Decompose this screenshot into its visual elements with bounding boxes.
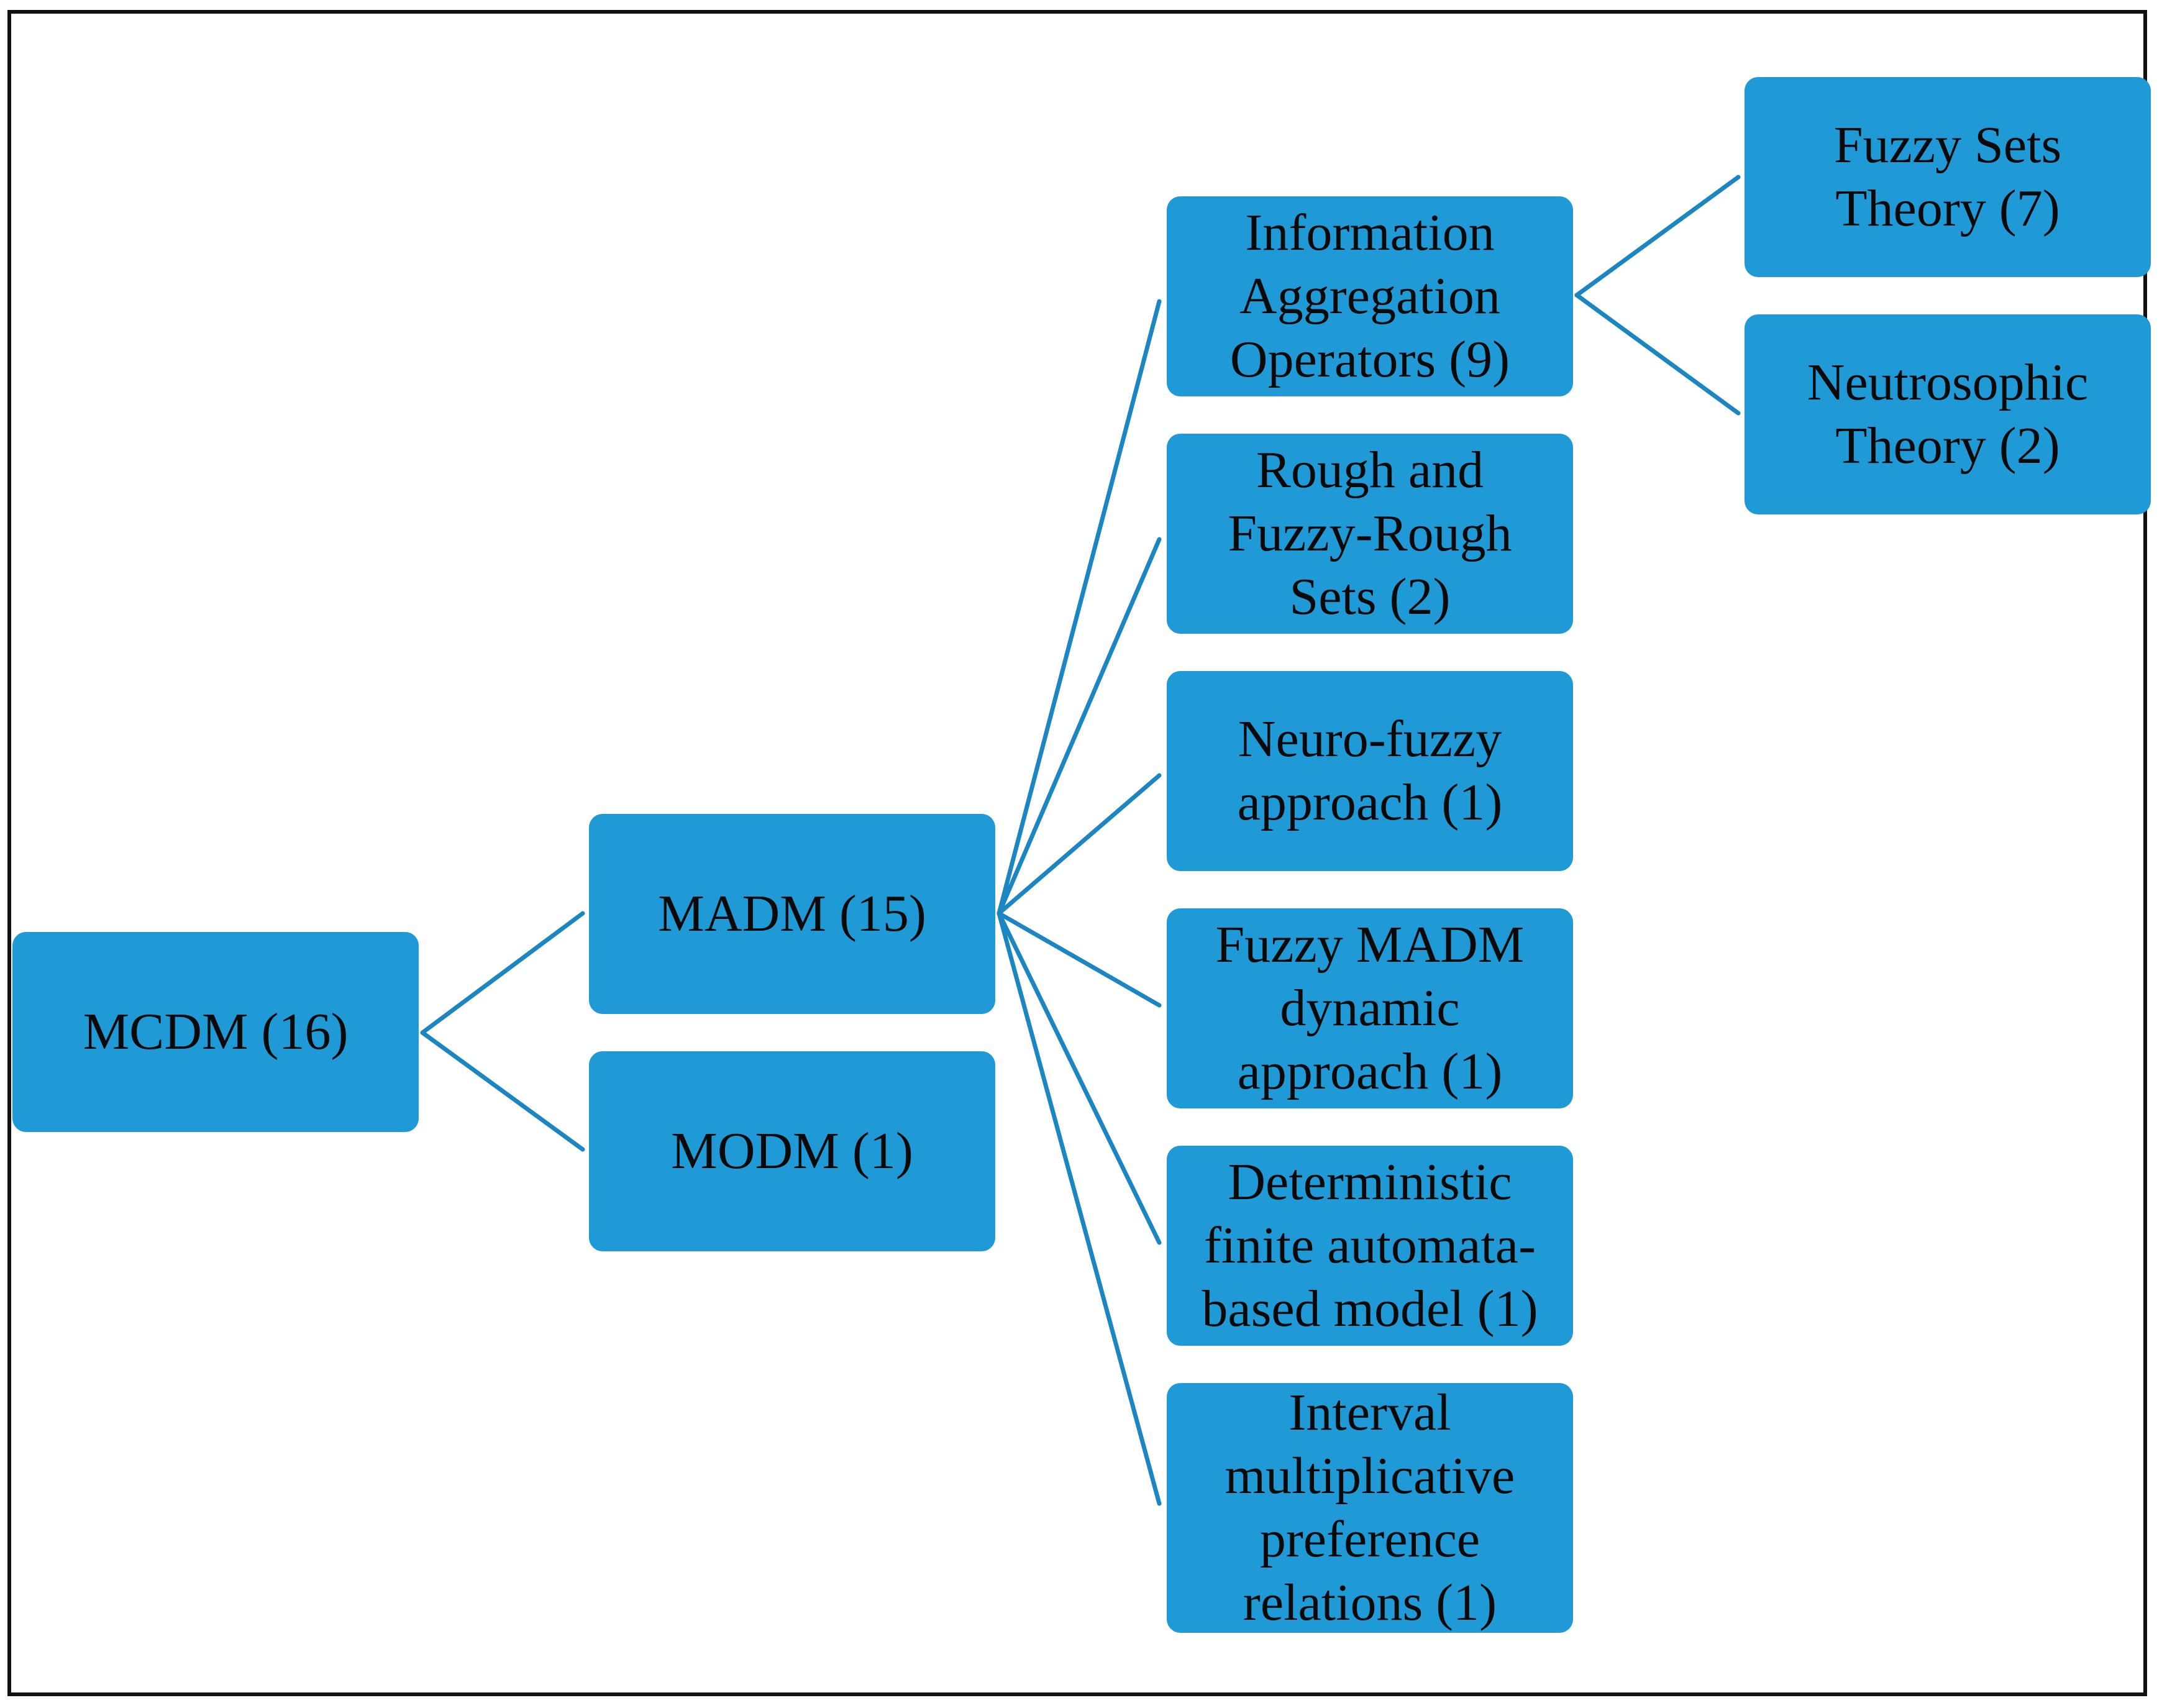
edge-madm-fuzzy-madm-dynamic — [997, 911, 1162, 1008]
node-fuzzy-sets-theory-label: Fuzzy Sets Theory (7) — [1833, 116, 2062, 237]
node-fuzzy-sets-theory: Fuzzy Sets Theory (7) — [1745, 77, 2151, 277]
node-neutrosophic-theory: Neutrosophic Theory (2) — [1745, 314, 2151, 514]
node-information-aggregation-label: Information Aggregation Operators (9) — [1229, 204, 1510, 388]
edge-mcdm-madm — [420, 911, 585, 1035]
node-fuzzy-madm-dynamic-label: Fuzzy MADM dynamic approach (1) — [1215, 916, 1525, 1100]
node-rough-fuzzy-rough-label: Rough and Fuzzy-Rough Sets (2) — [1228, 441, 1512, 626]
node-madm-label: MADM (15) — [658, 885, 926, 943]
edge-info-fuzzy-sets — [1574, 175, 1741, 298]
node-interval-multiplicative-label: Interval multiplicative preference relat… — [1225, 1384, 1515, 1632]
diagram-frame — [7, 10, 2147, 1696]
node-neuro-fuzzy: Neuro-fuzzy approach (1) — [1167, 671, 1573, 871]
edge-madm-info-aggregation — [997, 299, 1162, 916]
edge-madm-neuro-fuzzy — [997, 773, 1162, 916]
node-interval-multiplicative: Interval multiplicative preference relat… — [1167, 1383, 1573, 1633]
node-rough-fuzzy-rough: Rough and Fuzzy-Rough Sets (2) — [1167, 434, 1573, 634]
node-modm: MODM (1) — [589, 1051, 995, 1251]
node-fuzzy-madm-dynamic: Fuzzy MADM dynamic approach (1) — [1167, 908, 1573, 1108]
edge-mcdm-modm — [420, 1030, 585, 1152]
node-deterministic-automata: Deterministic finite automata- based mod… — [1167, 1146, 1573, 1346]
edge-madm-rough-fuzzy-rough — [997, 537, 1162, 916]
edge-madm-interval-multiplicative — [997, 911, 1162, 1506]
edge-madm-deterministic-automata — [997, 911, 1162, 1245]
node-information-aggregation: Information Aggregation Operators (9) — [1167, 196, 1573, 396]
edge-info-neutrosophic — [1574, 293, 1741, 416]
node-mcdm-label: MCDM (16) — [83, 1003, 349, 1061]
node-madm: MADM (15) — [589, 814, 995, 1014]
node-neutrosophic-theory-label: Neutrosophic Theory (2) — [1807, 354, 2089, 475]
node-mcdm: MCDM (16) — [12, 932, 419, 1132]
node-neuro-fuzzy-label: Neuro-fuzzy approach (1) — [1237, 710, 1503, 831]
node-deterministic-automata-label: Deterministic finite automata- based mod… — [1202, 1153, 1538, 1338]
node-modm-label: MODM (1) — [671, 1122, 913, 1180]
